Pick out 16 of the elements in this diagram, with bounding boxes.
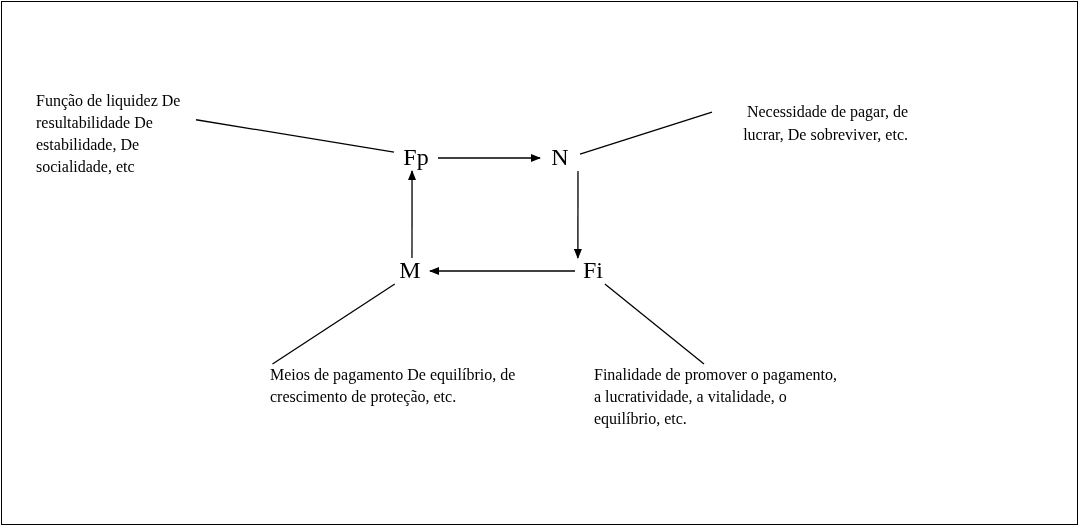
- symbol-label: M: [390, 258, 430, 284]
- leader-line: [195, 119, 395, 153]
- leader-line: [604, 283, 705, 365]
- arrow: [573, 170, 582, 259]
- leader-line: [579, 111, 713, 155]
- leader-line: [271, 283, 396, 365]
- description-text: Necessidade de pagar, de lucrar, De sobreviver, etc.: [712, 100, 908, 172]
- symbol-label: Fi: [575, 258, 611, 284]
- symbol-label: Fp: [394, 145, 438, 171]
- description-text: Função de liquidez De resultabilidade De estabilidade, De socialidade, etc: [36, 90, 196, 186]
- symbol-label: N: [540, 145, 580, 171]
- description-text: Finalidade de promover o pagamento, a lucratividade, a vitalidade, o equilíbrio, etc.: [594, 364, 844, 436]
- arrow: [408, 170, 417, 259]
- arrow: [437, 154, 541, 162]
- arrow: [429, 267, 576, 275]
- description-text: Meios de pagamento De equilíbrio, de crescimento de proteção, etc.: [270, 364, 520, 436]
